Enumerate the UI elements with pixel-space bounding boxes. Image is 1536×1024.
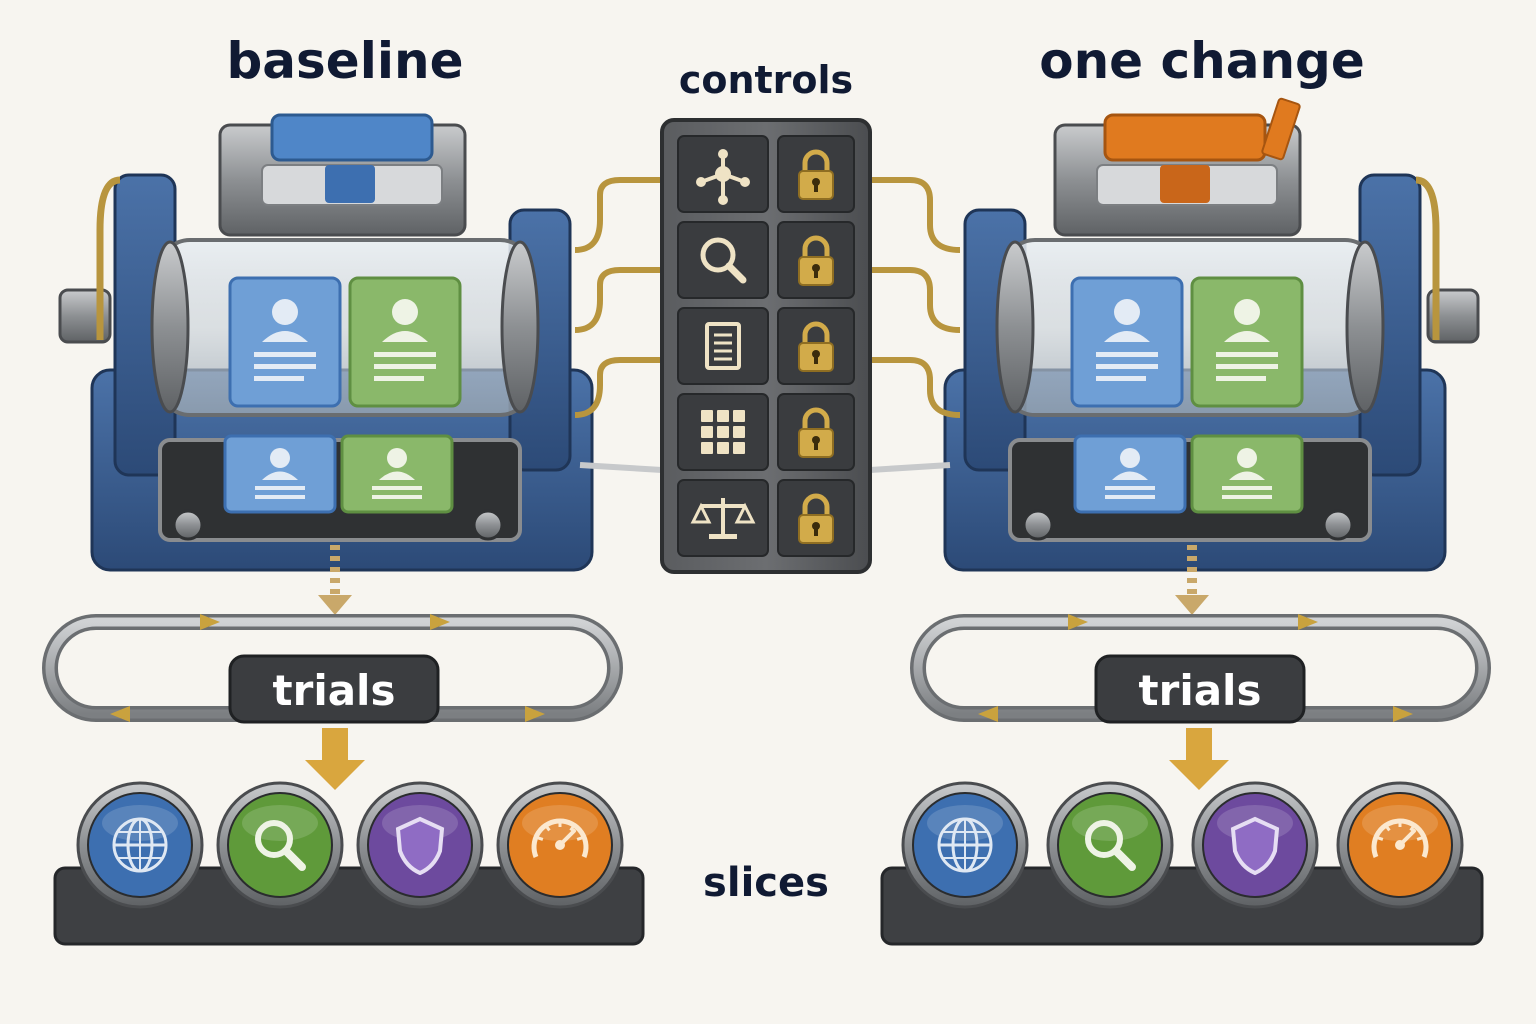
- magnifier-icon: [1085, 820, 1136, 871]
- trials-loop-left: trials: [42, 614, 623, 724]
- slices-tray-right: [880, 781, 1484, 946]
- lock-icon: [798, 235, 834, 286]
- trials-badge: [228, 654, 440, 724]
- gauge-icon: [531, 818, 589, 858]
- machine-lid-tab-front: [325, 165, 375, 203]
- controls-title: controls: [678, 58, 854, 102]
- feed-arrow-left: [318, 545, 352, 615]
- globe-icon: [937, 817, 993, 873]
- slice-badge: [1046, 781, 1174, 909]
- control-factor-cell: [677, 479, 769, 557]
- shield-icon: [395, 816, 445, 876]
- down-arrow-left: [305, 728, 365, 790]
- trials-label: trials: [1139, 666, 1262, 715]
- magnifier-icon: [255, 820, 306, 871]
- trials-label: trials: [273, 666, 396, 715]
- search-icon: [700, 237, 747, 284]
- machine-lid: [270, 113, 434, 162]
- slice-badge: [76, 781, 204, 909]
- brass-pipe: [96, 176, 121, 340]
- globe-icon: [112, 817, 168, 873]
- gauge-icon: [1371, 818, 1429, 858]
- controls-panel: [660, 118, 872, 574]
- down-arrow-right: [1169, 728, 1229, 790]
- loop-arrow: [110, 706, 130, 722]
- output-card-green: [1190, 434, 1304, 514]
- slice-badge: [216, 781, 344, 909]
- loop-arrow: [978, 706, 998, 722]
- control-factor-cell: [677, 221, 769, 299]
- baseline-title: baseline: [226, 32, 464, 90]
- trials-badge: [1094, 654, 1306, 724]
- output-card-blue: [223, 434, 337, 514]
- profile-card-green: [1190, 276, 1304, 408]
- slice-badge: [496, 781, 624, 909]
- slice-badge: [1336, 781, 1464, 909]
- control-factor-cell: [677, 307, 769, 385]
- scales-icon: [690, 498, 756, 539]
- machine-lid-flap: [1261, 97, 1301, 161]
- output-card-green: [340, 434, 454, 514]
- conveyor-belt: [1008, 438, 1372, 542]
- grid-icon: [701, 410, 745, 454]
- loop-arrow: [525, 706, 545, 722]
- control-lock-cell: [777, 221, 855, 299]
- document-icon: [705, 322, 741, 370]
- loop-arrow: [430, 614, 450, 630]
- feed-arrow-right: [1175, 545, 1209, 615]
- loop-arrow: [1298, 614, 1318, 630]
- network-icon: [696, 149, 750, 205]
- one-change-machine: [943, 97, 1480, 572]
- control-lock-cell: [777, 479, 855, 557]
- side-knob: [1426, 288, 1480, 344]
- loop-arrow: [1068, 614, 1088, 630]
- profile-card-green: [348, 276, 462, 408]
- slice-badge: [901, 781, 1029, 909]
- control-factor-cell: [677, 135, 769, 213]
- control-lock-cell: [777, 393, 855, 471]
- loop-arrow: [200, 614, 220, 630]
- machine-cylinder: [158, 238, 532, 417]
- slices-label: slices: [703, 860, 829, 906]
- control-factor-cell: [677, 393, 769, 471]
- lock-icon: [798, 149, 834, 200]
- slice-badge: [1191, 781, 1319, 909]
- control-lock-cell: [777, 307, 855, 385]
- machine-lid: [1103, 113, 1267, 162]
- trials-loop-right: trials: [910, 614, 1491, 724]
- brass-pipe: [1415, 176, 1440, 340]
- profile-card-blue: [1070, 276, 1184, 408]
- conveyor-belt: [158, 438, 522, 542]
- one-change-title: one change: [1039, 32, 1365, 90]
- baseline-machine: [58, 113, 594, 572]
- machine-lid-tab-front: [1160, 165, 1210, 203]
- loop-arrow: [1393, 706, 1413, 722]
- lock-icon: [798, 493, 834, 544]
- shield-icon: [1230, 816, 1280, 876]
- control-lock-cell: [777, 135, 855, 213]
- slice-badge: [356, 781, 484, 909]
- slices-tray-left: [53, 781, 645, 946]
- output-card-blue: [1073, 434, 1187, 514]
- lock-icon: [798, 321, 834, 372]
- machine-cylinder: [1003, 238, 1377, 417]
- control-connectors: [574, 177, 961, 473]
- lock-icon: [798, 407, 834, 458]
- profile-card-blue: [228, 276, 342, 408]
